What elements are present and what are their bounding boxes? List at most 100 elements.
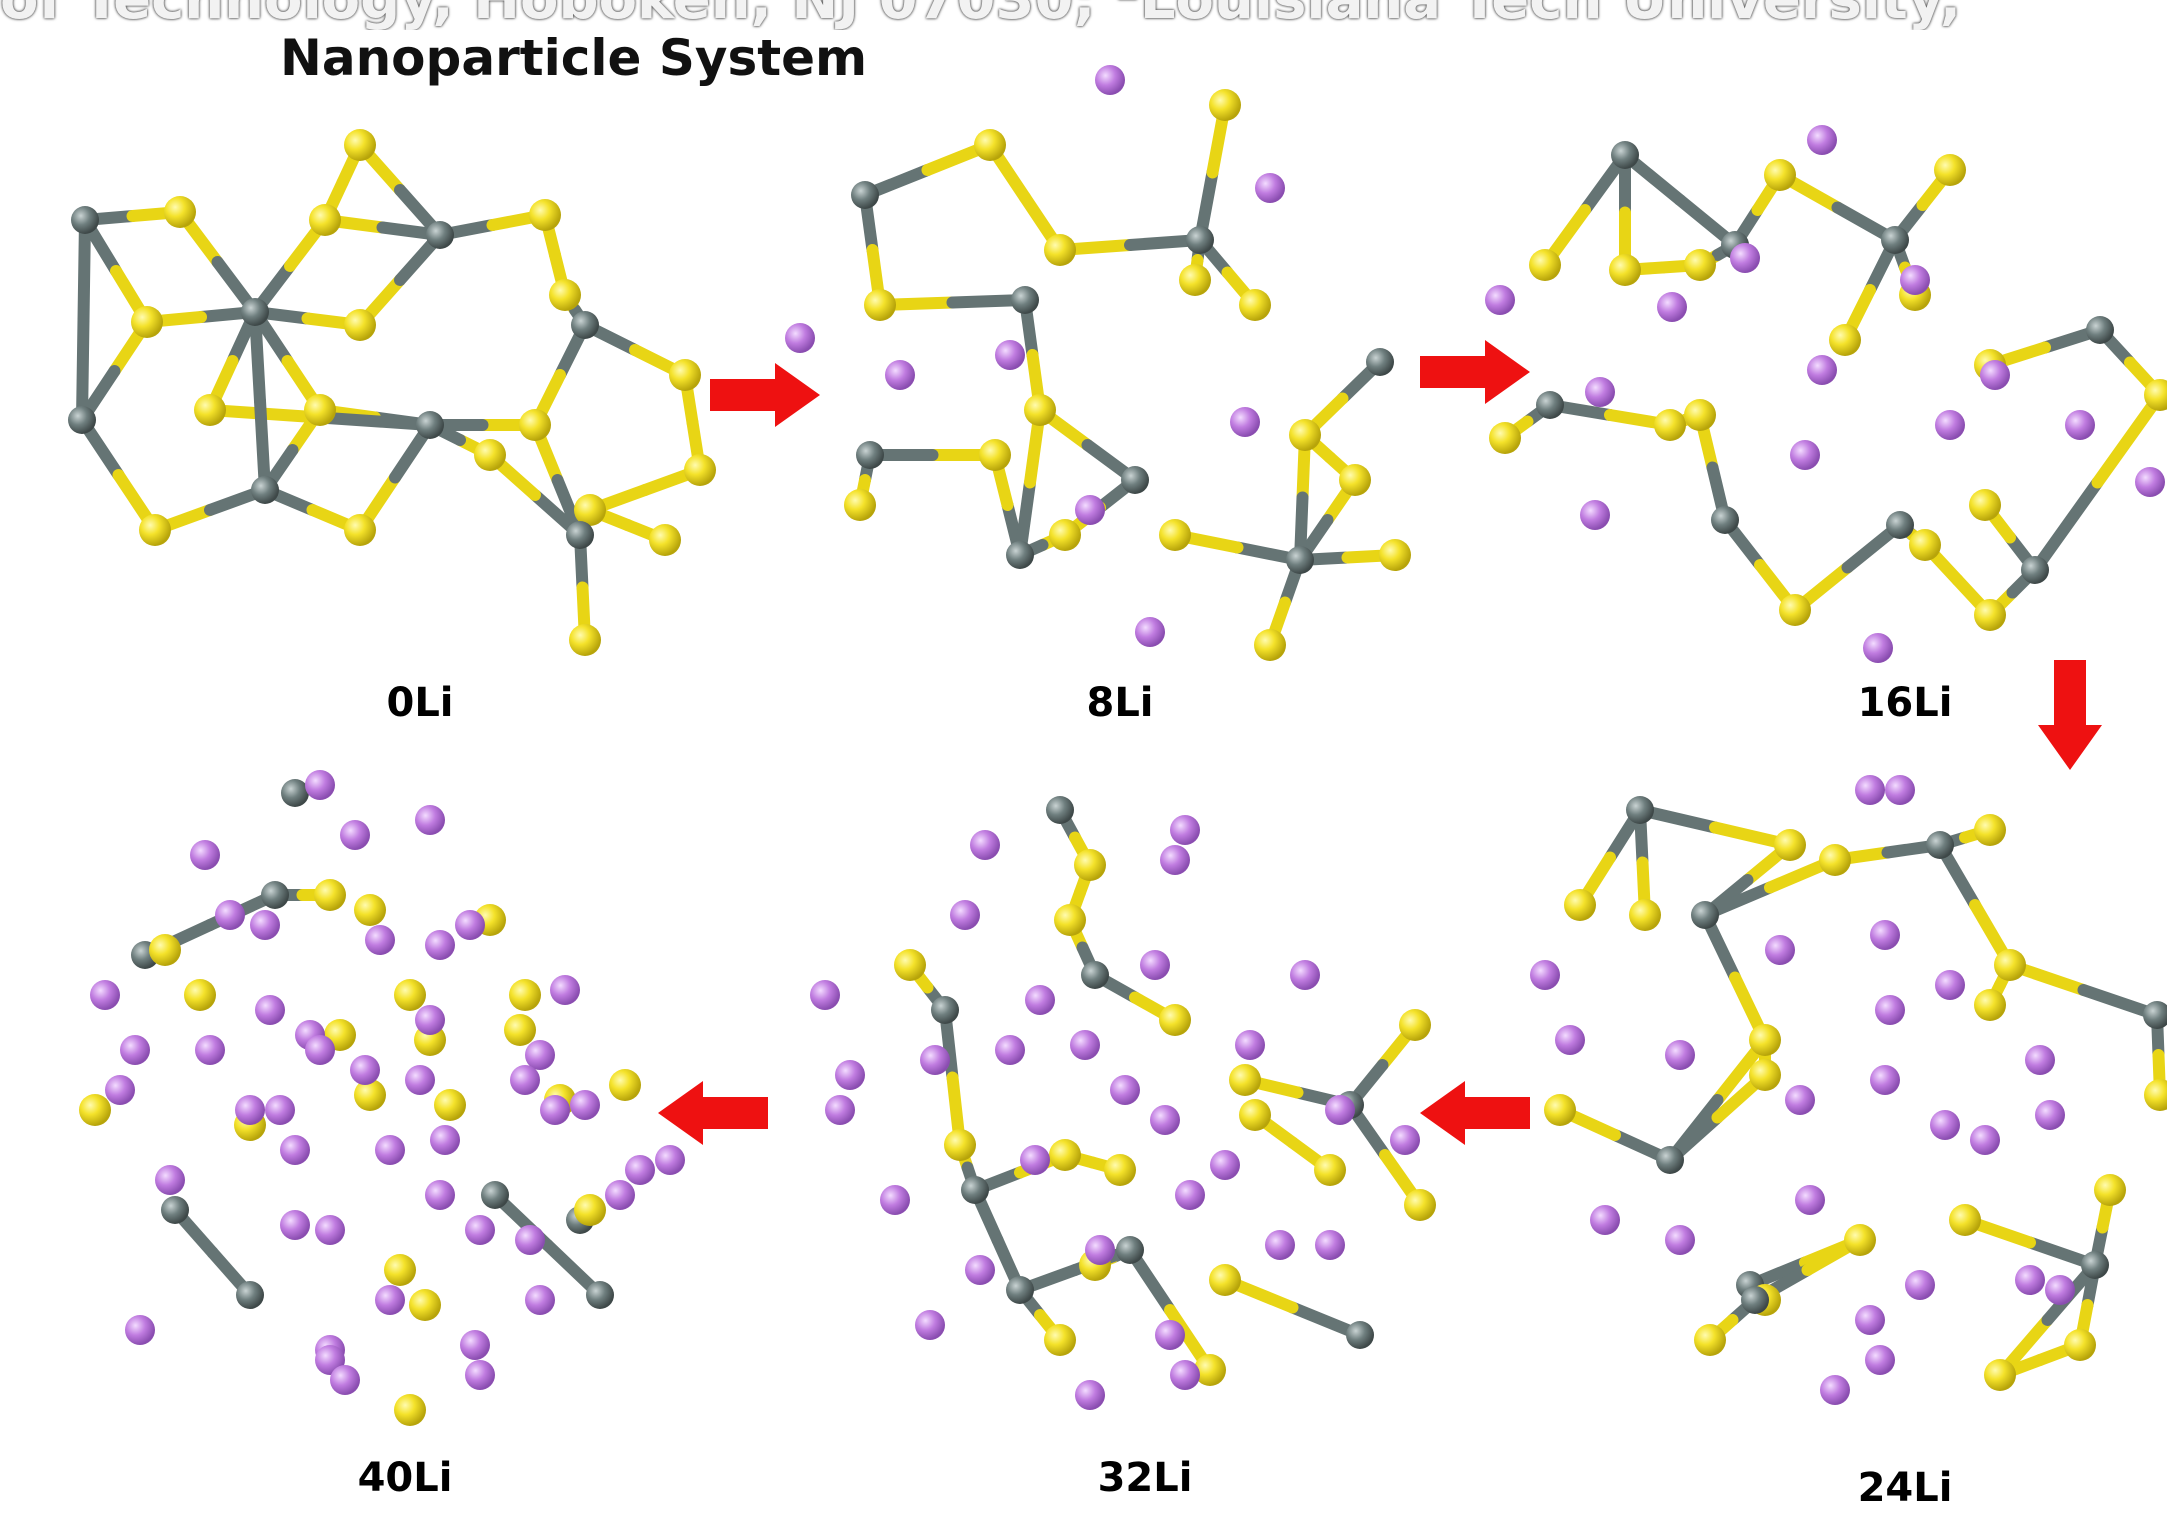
sulfur-atom <box>384 1254 416 1286</box>
lithium-atom <box>2025 1045 2055 1075</box>
lithium-atom <box>2045 1275 2075 1305</box>
lithium-atom <box>1325 1095 1355 1125</box>
sulfur-atom <box>979 439 1011 471</box>
sulfur-atom <box>1194 1354 1226 1386</box>
lithium-atom <box>1110 1075 1140 1105</box>
sulfur-atom <box>1949 1204 1981 1236</box>
lithium-atom <box>375 1135 405 1165</box>
sulfur-atom <box>1209 1264 1241 1296</box>
lithium-atom <box>340 820 370 850</box>
lithium-atom <box>1665 1040 1695 1070</box>
sulfur-atom <box>194 394 226 426</box>
lithium-atom <box>1930 1110 1960 1140</box>
sulfur-atom <box>409 1289 441 1321</box>
sulfur-atom <box>1049 519 1081 551</box>
sulfur-atom <box>1229 1064 1261 1096</box>
sulfur-atom <box>1749 1024 1781 1056</box>
red-arrow-icon <box>1420 1081 1530 1145</box>
lithium-atom <box>1765 935 1795 965</box>
lithium-atom <box>1150 1105 1180 1135</box>
lithium-atom <box>1085 1235 1115 1265</box>
lithium-atom <box>2015 1265 2045 1295</box>
panel-label-32li: 32Li <box>1097 1455 1193 1501</box>
sulfur-atom <box>1209 89 1241 121</box>
lithium-atom <box>1135 617 1165 647</box>
bond <box>76 314 90 426</box>
metal-atom <box>481 1181 509 1209</box>
sulfur-atom <box>2144 379 2167 411</box>
metal-atom <box>1346 1321 1374 1349</box>
sulfur-atom <box>1764 159 1796 191</box>
lithium-atom <box>1900 265 1930 295</box>
lithium-atom <box>455 910 485 940</box>
sulfur-atom <box>1254 629 1286 661</box>
lithium-atom <box>1020 1145 1050 1175</box>
sulfur-atom <box>434 1089 466 1121</box>
sulfur-atom <box>1829 324 1861 356</box>
metal-atom <box>261 881 289 909</box>
metal-atom <box>1006 1276 1034 1304</box>
lithium-atom <box>375 1285 405 1315</box>
metal-atom <box>566 521 594 549</box>
lithium-atom <box>1530 960 1560 990</box>
lithium-atom <box>155 1165 185 1195</box>
sulfur-atom <box>1379 539 1411 571</box>
sulfur-atom <box>309 204 341 236</box>
lithium-atom <box>1315 1230 1345 1260</box>
sulfur-atom <box>131 306 163 338</box>
metal-atom <box>1926 831 1954 859</box>
lithium-atom <box>465 1215 495 1245</box>
atom-layer <box>68 65 2167 1426</box>
lithium-atom <box>1265 1230 1295 1260</box>
sulfur-atom <box>304 394 336 426</box>
red-arrow-icon <box>658 1081 768 1145</box>
sulfur-atom <box>1984 1359 2016 1391</box>
bond <box>254 395 271 496</box>
sulfur-atom <box>1749 1059 1781 1091</box>
red-arrow-icon <box>710 363 820 427</box>
lithium-atom <box>1935 970 1965 1000</box>
sulfur-atom <box>1969 489 2001 521</box>
metal-atom <box>1186 226 1214 254</box>
sulfur-atom <box>1074 849 1106 881</box>
sulfur-atom <box>1564 889 1596 921</box>
metal-atom <box>1046 796 1074 824</box>
sulfur-atom <box>504 1014 536 1046</box>
lithium-atom <box>1555 1025 1585 1055</box>
sulfur-atom <box>569 624 601 656</box>
lithium-atom <box>195 1035 225 1065</box>
sulfur-atom <box>394 1394 426 1426</box>
sulfur-atom <box>139 514 171 546</box>
metal-atom <box>856 441 884 469</box>
sulfur-atom <box>354 894 386 926</box>
red-arrow-icon <box>2038 660 2102 770</box>
metal-atom <box>1711 506 1739 534</box>
lithium-atom <box>1905 1270 1935 1300</box>
sulfur-atom <box>314 879 346 911</box>
lithium-atom <box>1585 377 1615 407</box>
metal-atom <box>2143 1001 2167 1029</box>
sulfur-atom <box>844 489 876 521</box>
lithium-atom <box>1170 815 1200 845</box>
sulfur-atom <box>1159 519 1191 551</box>
metal-atom <box>586 1281 614 1309</box>
sulfur-atom <box>184 979 216 1011</box>
lithium-atom <box>90 980 120 1010</box>
lithium-atom <box>1075 495 1105 525</box>
lithium-atom <box>1140 950 1170 980</box>
lithium-atom <box>515 1225 545 1255</box>
metal-atom <box>1881 226 1909 254</box>
metal-atom <box>1741 1286 1769 1314</box>
sulfur-atom <box>1054 904 1086 936</box>
sulfur-atom <box>684 454 716 486</box>
atoms-p40 <box>79 770 685 1426</box>
lithium-atom <box>120 1035 150 1065</box>
lithium-atom <box>415 1005 445 1035</box>
bond <box>2091 389 2166 489</box>
metal-atom <box>251 476 279 504</box>
metal-atom <box>851 181 879 209</box>
bond <box>2029 476 2104 576</box>
lithium-atom <box>1790 440 1820 470</box>
atoms-p8 <box>785 65 1411 661</box>
lithium-atom <box>550 975 580 1005</box>
